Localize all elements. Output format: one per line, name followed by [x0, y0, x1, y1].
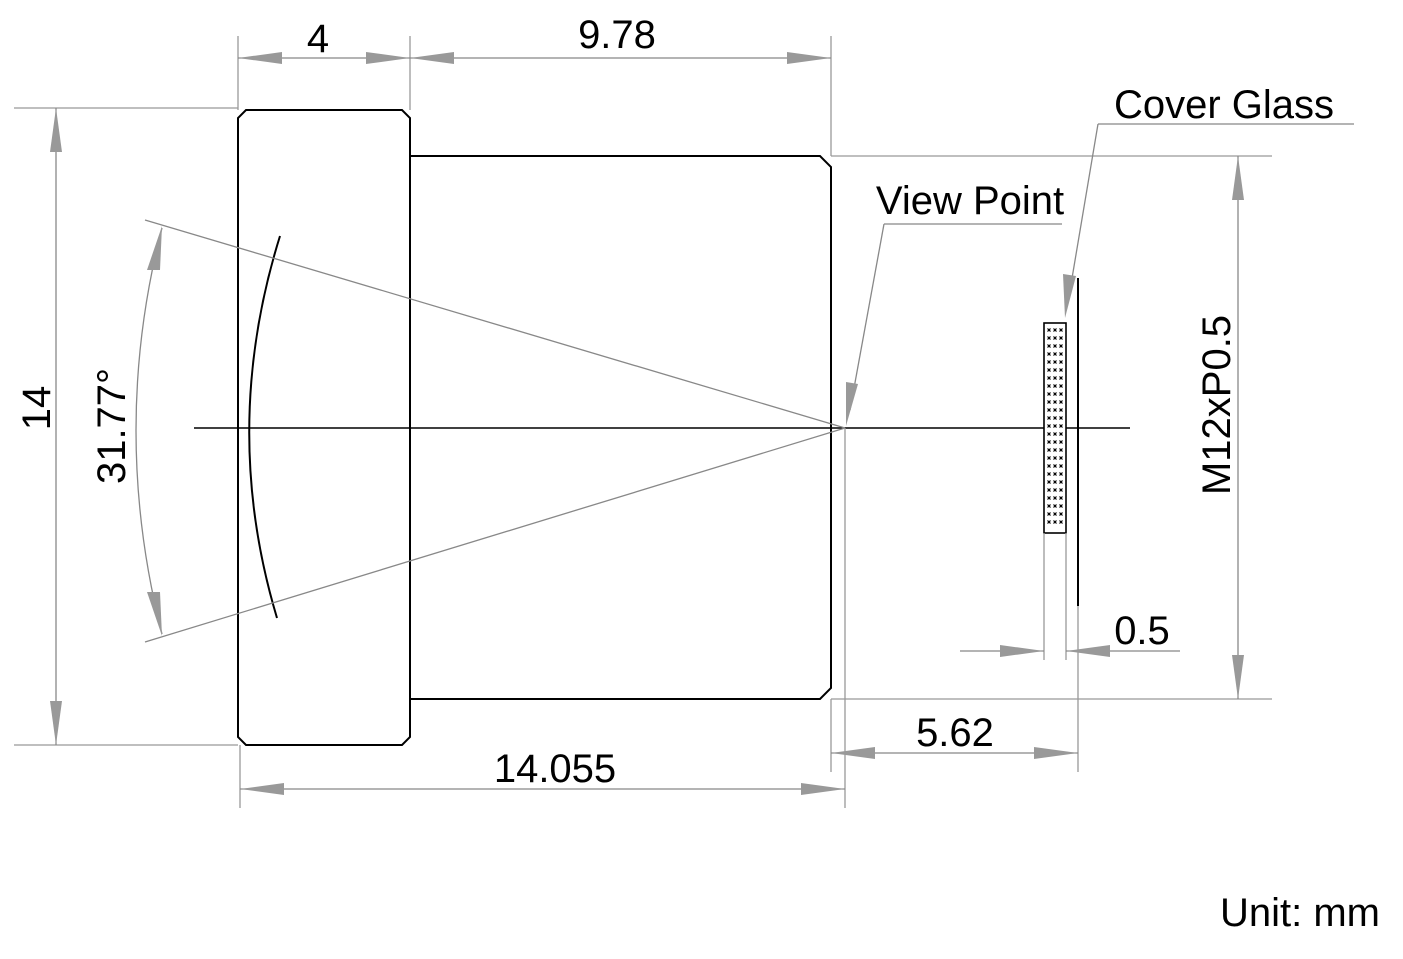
- svg-text:M12xP0.5: M12xP0.5: [1195, 315, 1239, 495]
- dim-total-length: 14.055: [240, 747, 845, 795]
- dim-thread: M12xP0.5: [1195, 156, 1244, 699]
- svg-text:4: 4: [307, 17, 329, 61]
- dim-field-angle: 31.77°: [90, 226, 163, 636]
- fov-ray-upper: [144, 219, 846, 429]
- dim-outer-diameter: 14: [15, 108, 62, 745]
- dim-body-length: 9.78: [410, 13, 831, 64]
- sensor-chip: [1043, 322, 1067, 534]
- fov-ray-lower: [144, 427, 846, 643]
- dim-glass-thickness: 0.5: [960, 609, 1180, 657]
- svg-text:0.5: 0.5: [1114, 609, 1170, 653]
- svg-text:View Point: View Point: [876, 179, 1064, 223]
- dim-front-width: 4: [238, 17, 410, 64]
- lens-front-flange: [237, 109, 411, 746]
- extension-lines: [14, 36, 1272, 808]
- dim-back-focal: 5.62: [831, 711, 1078, 759]
- front-lens-curve: [248, 235, 281, 619]
- svg-text:14.055: 14.055: [494, 747, 616, 791]
- svg-text:31.77°: 31.77°: [90, 368, 134, 484]
- svg-text:5.62: 5.62: [916, 711, 994, 755]
- svg-text:9.78: 9.78: [578, 13, 656, 57]
- svg-text:14: 14: [15, 386, 59, 431]
- unit-note: Unit: mm: [1220, 891, 1380, 935]
- callout-view-point: View Point: [846, 179, 1064, 426]
- callout-cover-glass: Cover Glass: [1063, 83, 1354, 318]
- svg-text:Cover Glass: Cover Glass: [1114, 83, 1334, 127]
